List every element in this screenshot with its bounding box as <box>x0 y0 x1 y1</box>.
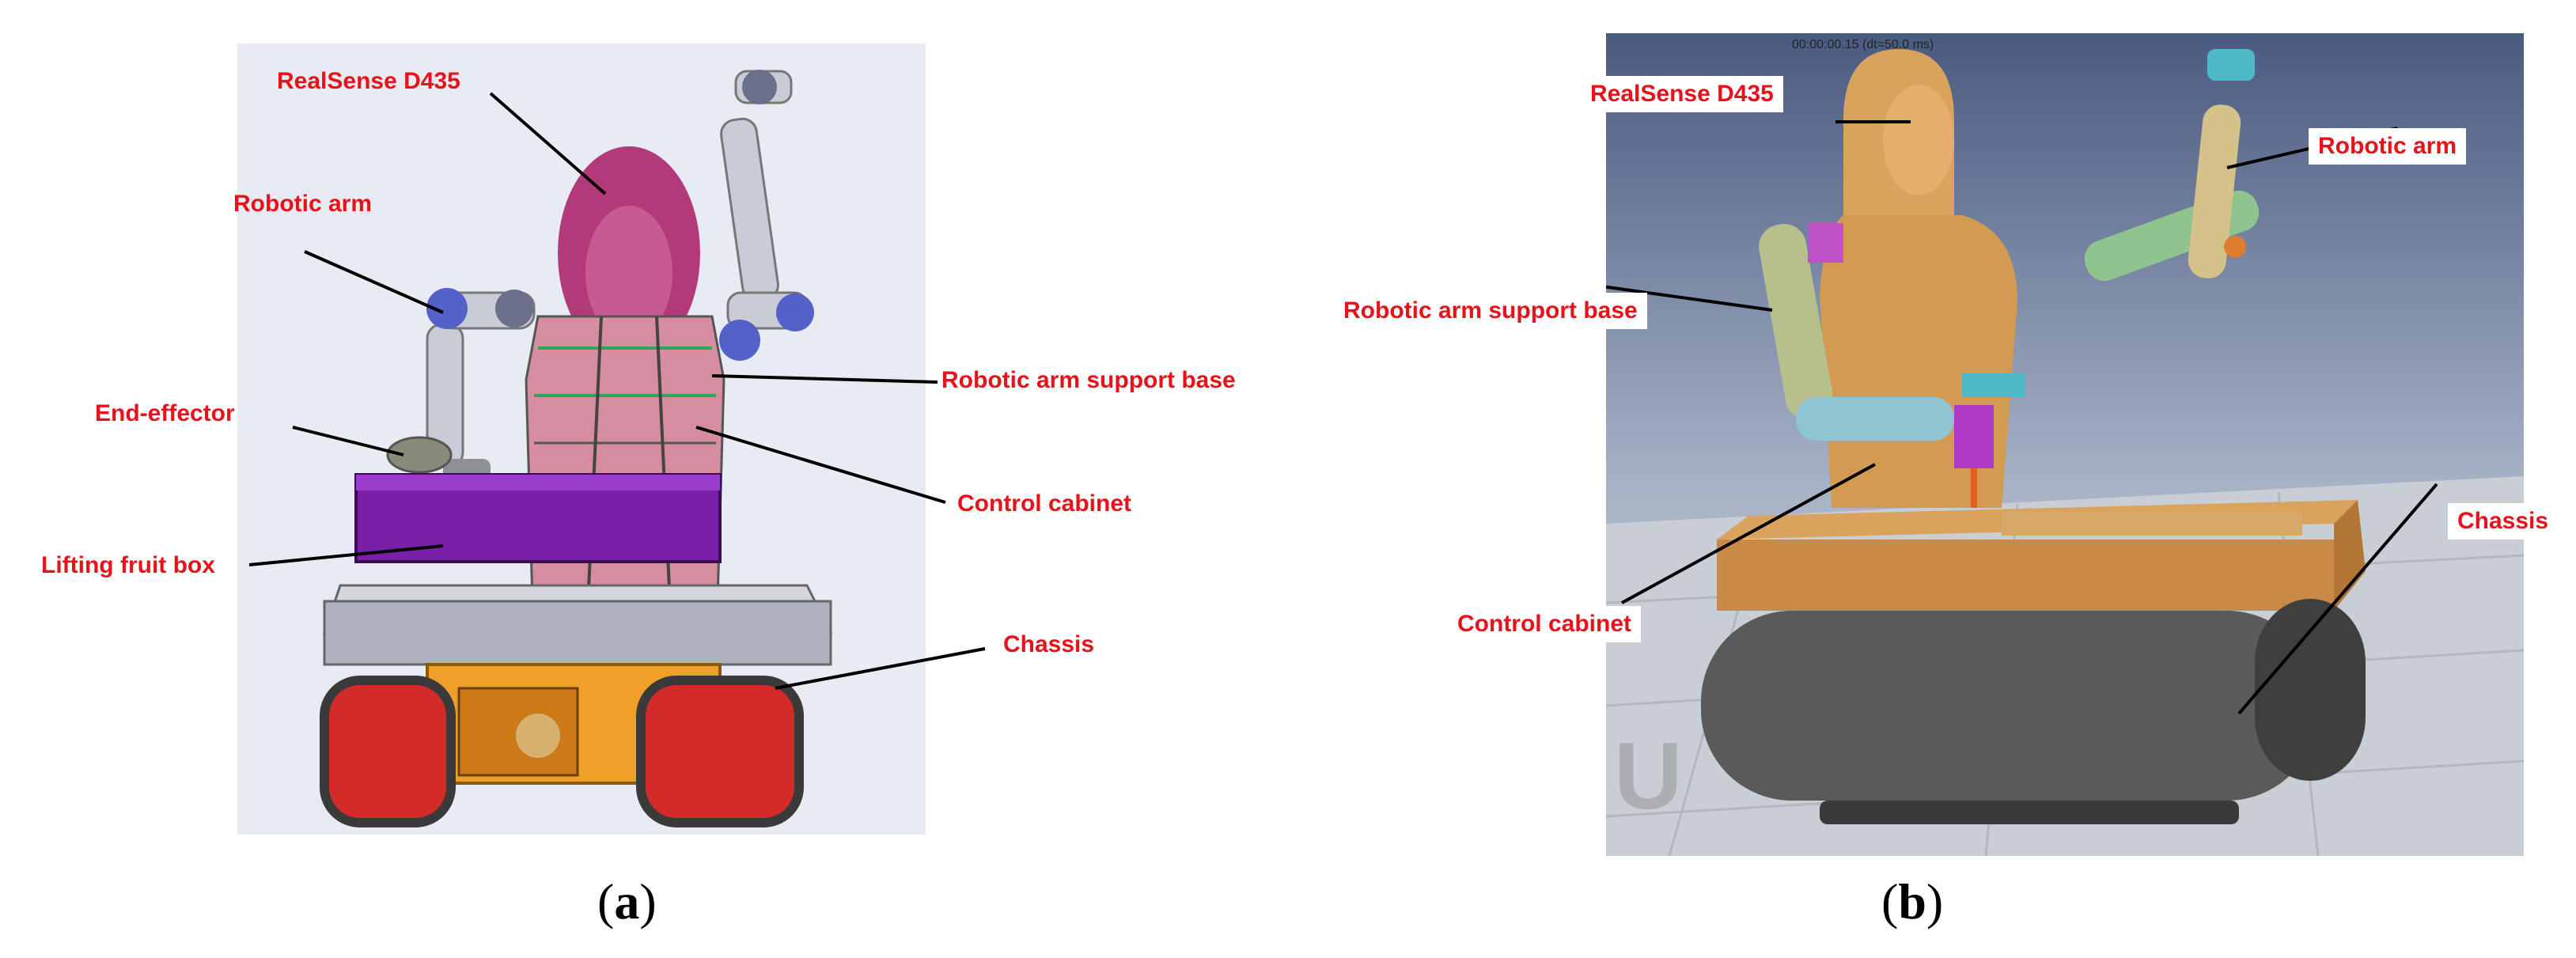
panel-a-leader-lines <box>248 92 986 690</box>
sim-left-arm <box>1759 223 2025 508</box>
label-a-robotic-arm: Robotic arm <box>233 191 373 217</box>
chassis-tracks <box>320 676 804 827</box>
sim-cabinet-box <box>1717 500 2366 611</box>
sim-raised-arm <box>2084 49 2260 282</box>
robot-head <box>558 146 700 360</box>
label-a-end-effector: End-effector <box>95 400 235 426</box>
panel-b: 00:00:00.15 (dt=50.0 ms) U <box>1606 33 2524 856</box>
caption-b-letter: b <box>1898 873 1926 930</box>
label-a-lifting-fruit-box: Lifting fruit box <box>41 552 215 578</box>
label-a-control-cabinet: Control cabinet <box>957 490 1132 517</box>
caption-a: (a) <box>597 873 657 930</box>
label-b-chassis: Chassis <box>2448 503 2559 540</box>
sim-tracks <box>1701 599 2366 824</box>
right-robotic-arm <box>719 70 814 361</box>
label-a-realsense: RealSense D435 <box>277 68 460 94</box>
label-a-arm-support-base: Robotic arm support base <box>941 367 1236 393</box>
panel-a-illustration <box>237 44 986 835</box>
label-b-robotic-arm: Robotic arm <box>2309 128 2467 165</box>
label-a-chassis: Chassis <box>1003 631 1095 657</box>
panel-b-illustration <box>1606 33 2524 856</box>
sim-watermark: U <box>1614 723 1683 829</box>
label-b-arm-support-base: Robotic arm support base <box>1334 293 1647 329</box>
end-effector-shape <box>386 436 453 474</box>
sim-head <box>1843 49 1954 215</box>
label-b-control-cabinet: Control cabinet <box>1448 606 1642 642</box>
panel-a: RealSense D435 Robotic arm Robotic arm s… <box>0 0 1297 862</box>
caption-a-letter: a <box>614 873 640 930</box>
sim-timestamp: 00:00:00.15 (dt=50.0 ms) <box>1792 38 1934 51</box>
caption-b: (b) <box>1881 873 1944 930</box>
panel-b-leader-lines <box>1606 120 2438 715</box>
label-b-realsense: RealSense D435 <box>1581 76 1783 112</box>
